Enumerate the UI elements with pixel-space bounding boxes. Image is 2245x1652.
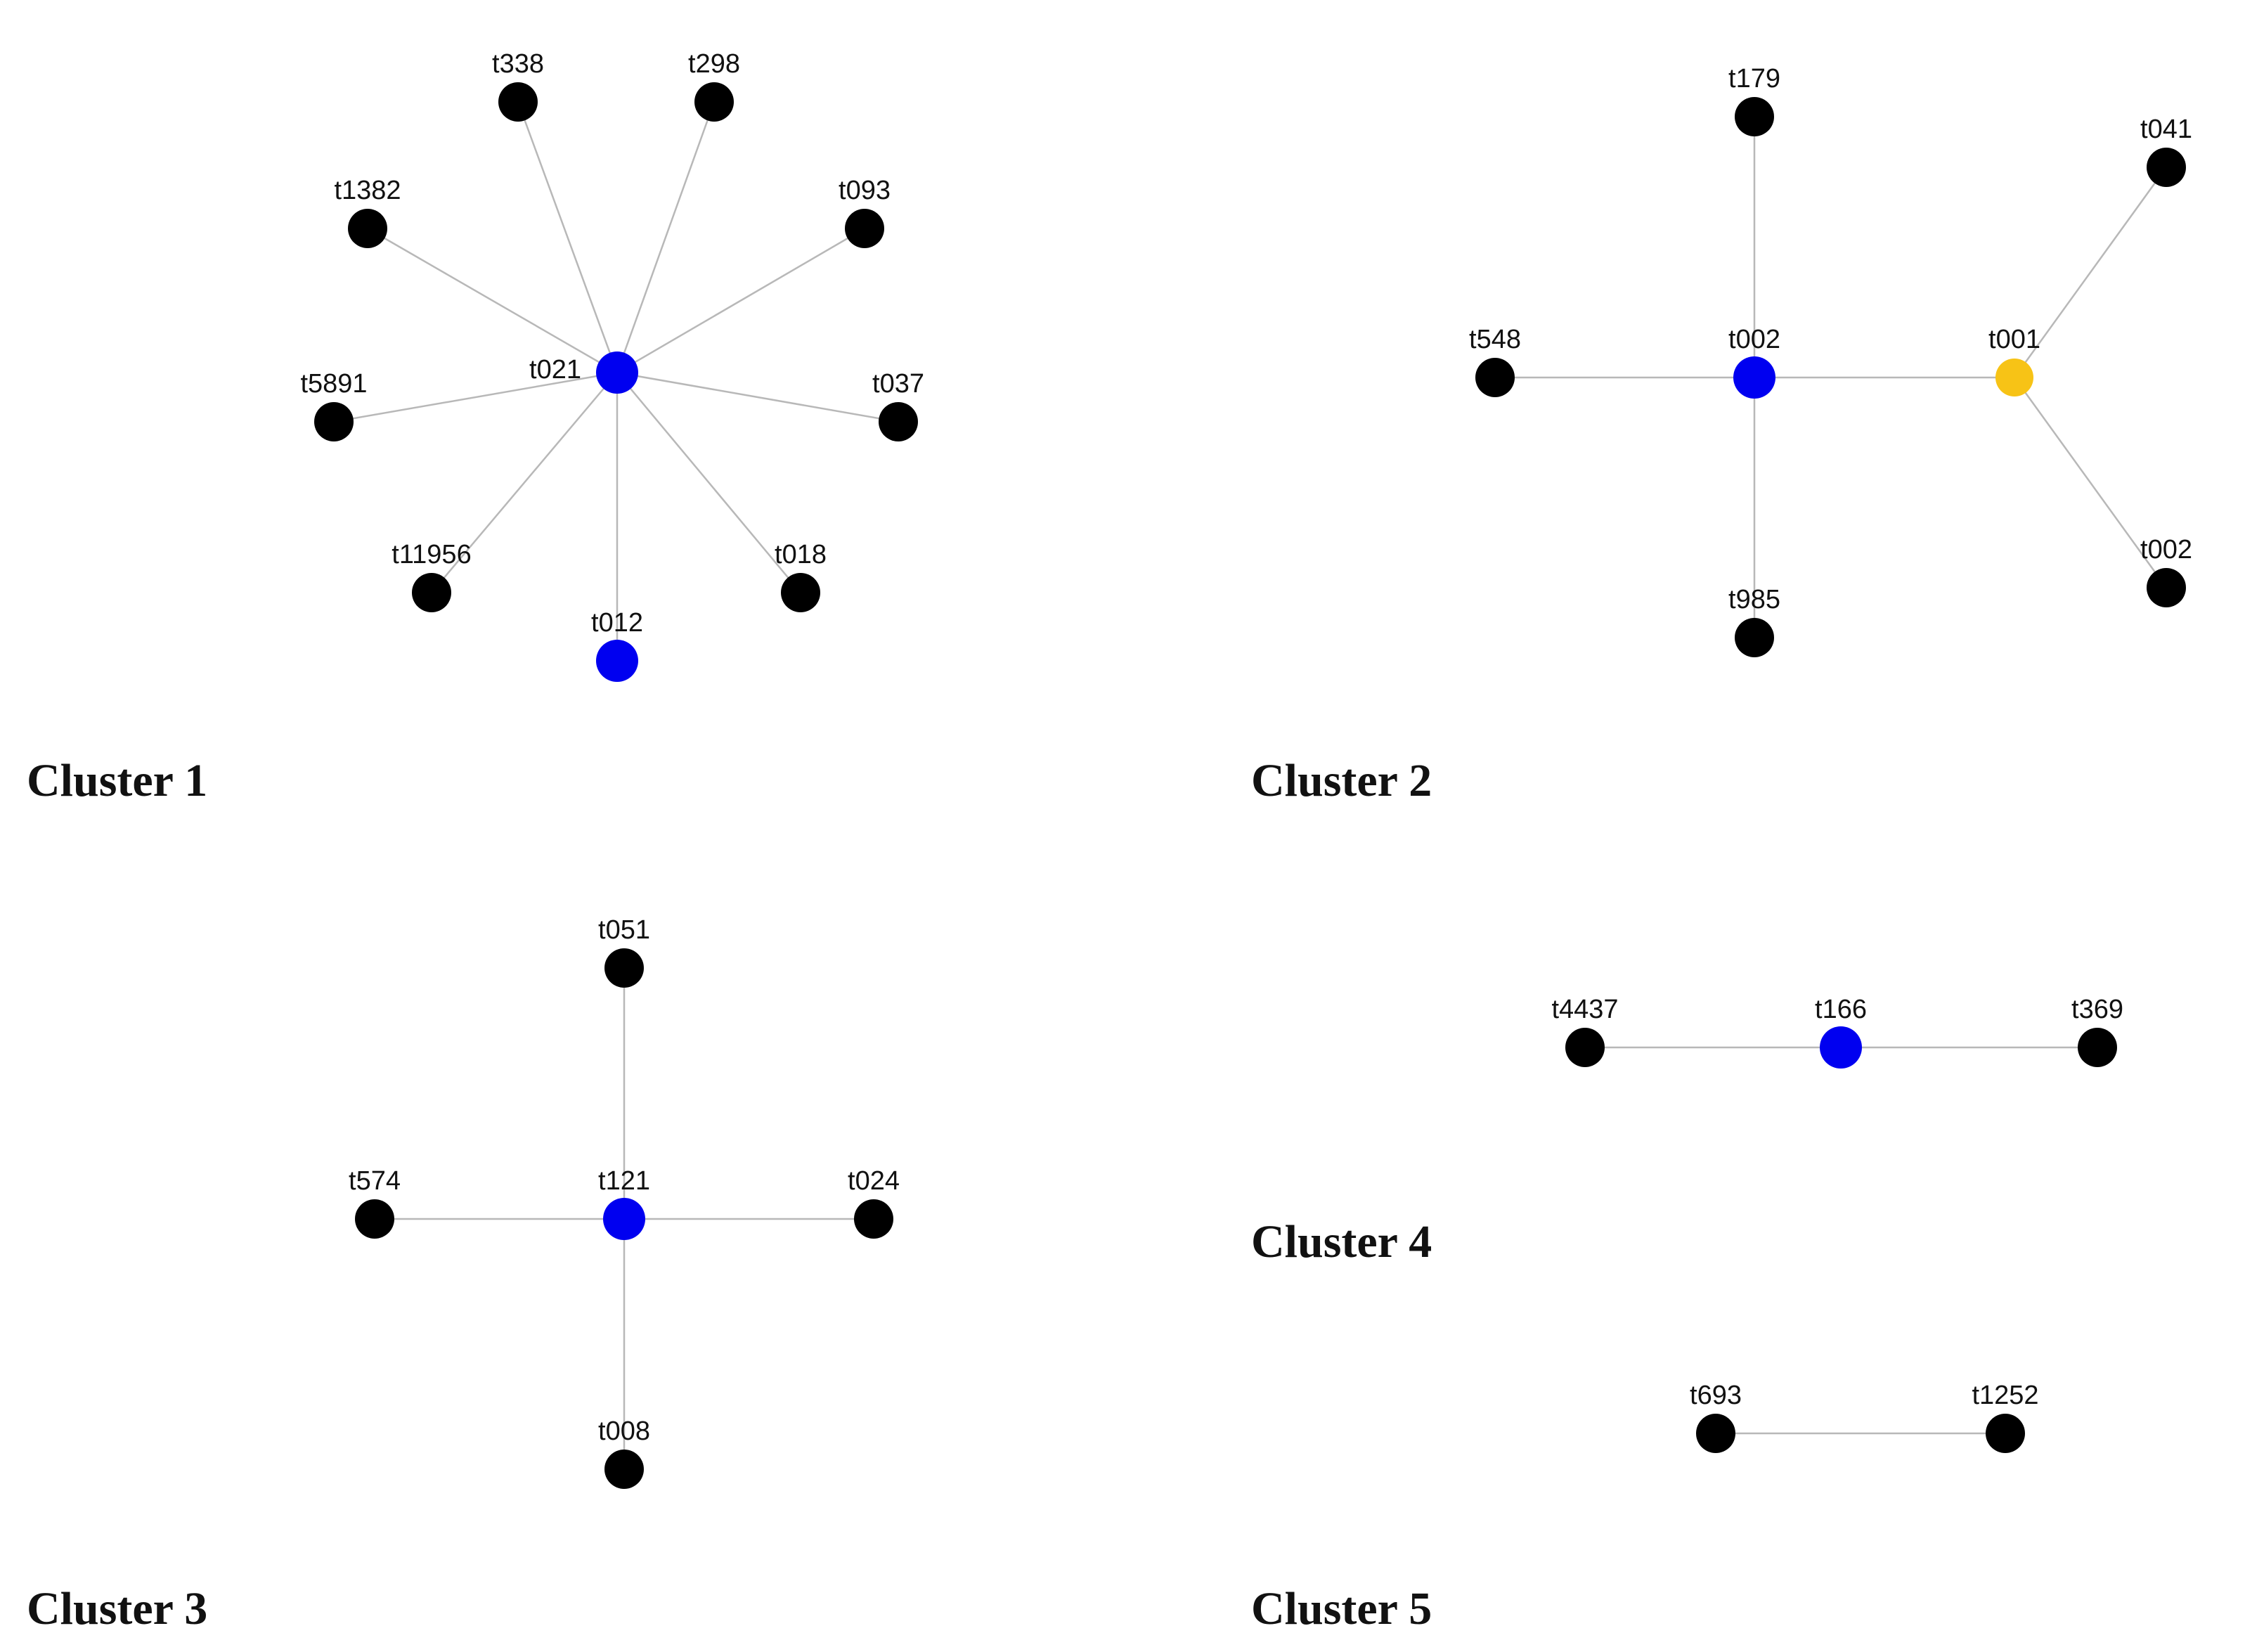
cluster-2-nodes: t179 t041 t548 t002 t001 t002 t985 xyxy=(1469,64,2192,657)
node-t121 xyxy=(603,1198,645,1240)
node-t11956 xyxy=(412,573,451,612)
cluster-5-nodes: t693 t1252 xyxy=(1690,1381,2039,1453)
node-t041 xyxy=(2147,148,2186,187)
edge-t001-t002b xyxy=(2013,377,2168,588)
cluster-3: t051 t574 t121 t024 t008 Cluster 3 xyxy=(27,915,900,1634)
node-label-t1382: t1382 xyxy=(334,176,401,205)
node-label-t574: t574 xyxy=(349,1166,401,1196)
node-label-t024: t024 xyxy=(848,1166,900,1196)
node-label-t018: t018 xyxy=(775,540,827,569)
node-t012 xyxy=(596,640,638,682)
node-t024 xyxy=(854,1199,893,1239)
node-t338 xyxy=(498,82,538,122)
cluster-4-title: Cluster 4 xyxy=(1251,1216,1432,1267)
node-label-t166: t166 xyxy=(1815,995,1867,1024)
cluster-4-nodes: t4437 t166 t369 xyxy=(1551,995,2123,1069)
node-label-t051: t051 xyxy=(598,915,650,945)
node-label-t121: t121 xyxy=(598,1166,650,1196)
node-t002a xyxy=(1733,356,1775,399)
edge-t021-t298 xyxy=(616,101,716,373)
cluster-2-title: Cluster 2 xyxy=(1251,755,1432,806)
node-t093 xyxy=(845,209,884,248)
node-label-t11956: t11956 xyxy=(392,540,471,569)
node-label-t179: t179 xyxy=(1728,64,1780,93)
cluster-1: t021 t338 t298 t1382 t093 t5891 t037 t11956 t018… xyxy=(27,49,924,806)
cluster-1-edges xyxy=(333,101,899,661)
cluster-5-title: Cluster 5 xyxy=(1251,1583,1432,1634)
node-label-t693: t693 xyxy=(1690,1381,1742,1410)
node-t369 xyxy=(2078,1028,2117,1067)
node-t4437 xyxy=(1565,1028,1605,1067)
edge-t021-t338 xyxy=(517,101,619,373)
node-t298 xyxy=(694,82,734,122)
node-label-t008: t008 xyxy=(598,1417,650,1446)
edge-t021-t093 xyxy=(616,227,865,374)
edge-t001-t041 xyxy=(2013,167,2168,378)
node-label-t548: t548 xyxy=(1469,325,1521,354)
node-label-t037: t037 xyxy=(872,369,924,399)
node-t1252 xyxy=(1986,1414,2025,1453)
node-label-t338: t338 xyxy=(492,49,544,79)
node-label-t002b: t002 xyxy=(2140,535,2192,564)
node-t002b xyxy=(2147,568,2186,607)
node-t693 xyxy=(1696,1414,1735,1453)
cluster-1-nodes: t021 t338 t298 t1382 t093 t5891 t037 t11956 t018… xyxy=(300,49,924,682)
node-t021 xyxy=(596,351,638,394)
node-label-t985: t985 xyxy=(1728,585,1780,614)
edge-t021-t037 xyxy=(616,371,899,423)
cluster-2-edges xyxy=(1495,117,2168,638)
node-label-t001: t001 xyxy=(1988,325,2040,354)
node-t548 xyxy=(1475,358,1515,397)
node-label-t5891: t5891 xyxy=(300,369,367,399)
node-t051 xyxy=(604,948,644,988)
edge-t021-t1382 xyxy=(367,227,618,374)
edge-t021-t5891 xyxy=(333,371,618,423)
node-t179 xyxy=(1735,97,1774,136)
node-label-t1252: t1252 xyxy=(1972,1381,2038,1410)
node-t001 xyxy=(1995,359,2033,396)
node-t5891 xyxy=(314,402,354,441)
edge-t021-t11956 xyxy=(431,372,618,593)
node-label-t093: t093 xyxy=(839,176,891,205)
node-label-t298: t298 xyxy=(688,49,740,79)
cluster-3-title: Cluster 3 xyxy=(27,1583,207,1634)
cluster-1-title: Cluster 1 xyxy=(27,755,207,806)
edge-t021-t018 xyxy=(616,372,801,593)
node-label-t041: t041 xyxy=(2140,115,2192,144)
node-t037 xyxy=(879,402,918,441)
node-t166 xyxy=(1820,1026,1862,1069)
node-t008 xyxy=(604,1450,644,1489)
node-label-t369: t369 xyxy=(2071,995,2123,1024)
node-label-t021: t021 xyxy=(529,355,581,385)
cluster-3-edges xyxy=(375,968,874,1469)
node-label-t012: t012 xyxy=(591,608,643,638)
cluster-2: t179 t041 t548 t002 t001 t002 t985 Cluster 2 xyxy=(1251,64,2192,806)
node-label-t4437: t4437 xyxy=(1551,995,1618,1024)
node-t985 xyxy=(1735,618,1774,657)
node-t018 xyxy=(781,573,820,612)
cluster-5: t693 t1252 Cluster 5 xyxy=(1251,1381,2039,1634)
node-t574 xyxy=(355,1199,394,1239)
cluster-4: t4437 t166 t369 Cluster 4 xyxy=(1251,995,2123,1267)
cluster-3-nodes: t051 t574 t121 t024 t008 xyxy=(349,915,900,1489)
node-label-t002a: t002 xyxy=(1728,325,1780,354)
node-t1382 xyxy=(348,209,387,248)
